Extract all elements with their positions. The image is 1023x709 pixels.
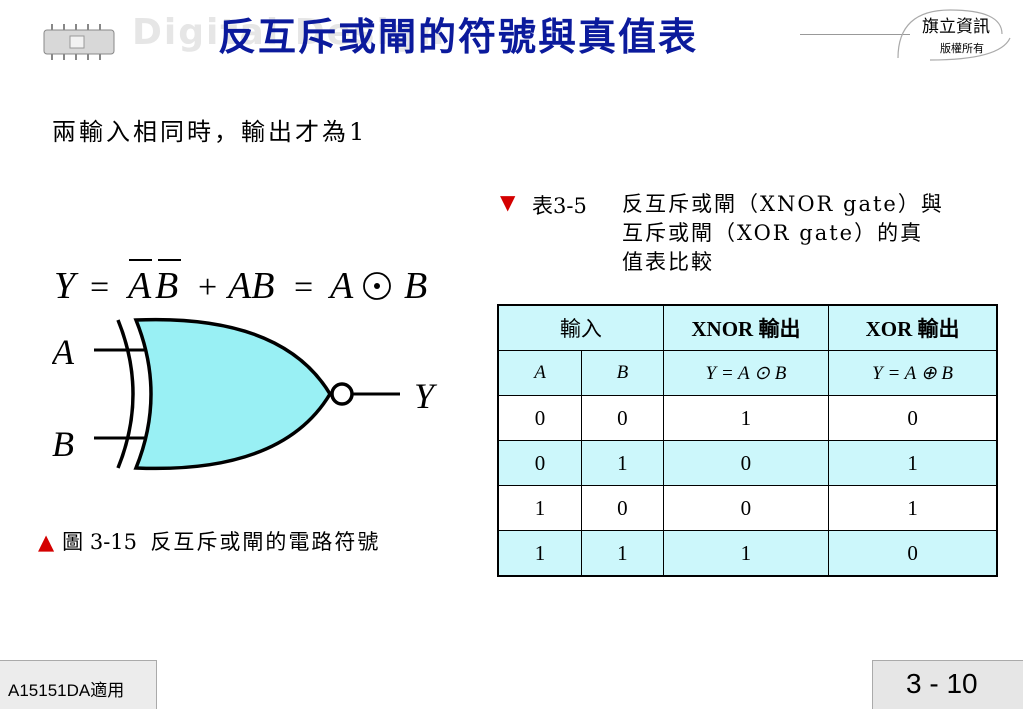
cell-xor: 0 bbox=[828, 530, 998, 577]
figure-caption: ▲ 圖 3-15 反互斥或閘的電路符號 bbox=[38, 526, 380, 556]
formula-a-bar: A bbox=[125, 265, 152, 307]
boolean-formula: Y A B AB A B = + = bbox=[54, 259, 427, 307]
table-row: 0 1 0 1 bbox=[497, 440, 998, 486]
cell-xnor: 0 bbox=[662, 440, 830, 486]
header-rule bbox=[800, 34, 910, 35]
table-caption: ▼ 表3-5 反互斥或閘（XNOR gate）與 互斥或閘（XOR gate）的… bbox=[500, 190, 1000, 277]
formula-b-bar: B bbox=[155, 265, 178, 307]
input-b-label: B bbox=[52, 424, 74, 464]
formula-equals-2: = bbox=[294, 269, 313, 306]
cell-xor: 1 bbox=[828, 485, 998, 531]
gate-body bbox=[133, 317, 333, 471]
page-number: 3 - 10 bbox=[906, 668, 978, 699]
cell-xnor: 1 bbox=[662, 530, 830, 577]
header-xnor-output: XNOR 輸出 bbox=[662, 304, 830, 351]
publisher-rights: 版權所有 bbox=[940, 42, 984, 55]
cell-xor: 1 bbox=[828, 440, 998, 486]
cell-xor: 0 bbox=[828, 395, 998, 441]
caption-line-2: 互斥或閘（XOR gate）的真 bbox=[622, 221, 924, 245]
cell-xnor: 1 bbox=[662, 395, 830, 441]
formula-y: Y bbox=[54, 265, 79, 307]
header-inputs: 輸入 bbox=[497, 304, 664, 351]
intro-text: 兩輸入相同時，輸出才為1 bbox=[52, 118, 368, 146]
formula-ab: AB bbox=[225, 265, 274, 307]
cell-b: 1 bbox=[581, 440, 664, 486]
watermark-text: Digital Design bbox=[132, 12, 447, 53]
cell-a: 0 bbox=[497, 395, 583, 441]
input-a-label: A bbox=[52, 332, 75, 372]
cell-b: 0 bbox=[581, 395, 664, 441]
formula-equals-1: = bbox=[90, 269, 109, 306]
formula-rhs-a: A bbox=[327, 265, 354, 307]
up-triangle-icon: ▲ bbox=[38, 530, 55, 554]
cell-xnor: 0 bbox=[662, 485, 830, 531]
cell-b: 0 bbox=[581, 485, 664, 531]
page-title: 反互斥或閘的符號與真值表 bbox=[218, 14, 699, 59]
footer-right-panel bbox=[872, 660, 1023, 709]
table-subheader-row: A B Y = A ⊙ B Y = A ⊕ B bbox=[497, 350, 998, 396]
subheader-xnor-expr: Y = A ⊙ B bbox=[662, 350, 830, 396]
caption-line-3: 值表比較 bbox=[622, 250, 714, 274]
table-caption-text: 反互斥或閘（XNOR gate）與 互斥或閘（XOR gate）的真 值表比較 bbox=[622, 190, 994, 277]
table-label: 表3-5 bbox=[532, 194, 587, 218]
subheader-xor-expr: Y = A ⊕ B bbox=[828, 350, 998, 396]
table-row: 1 0 0 1 bbox=[497, 485, 998, 531]
truth-table: 輸入 XNOR 輸出 XOR 輸出 A B Y = A ⊙ B Y = A ⊕ … bbox=[497, 304, 998, 577]
footer-code: A15151DA適用 bbox=[8, 681, 125, 700]
figure-caption-text: 反互斥或閘的電路符號 bbox=[150, 530, 381, 554]
inversion-bubble bbox=[330, 382, 354, 406]
xnor-gate-diagram: A B Y bbox=[52, 317, 438, 471]
table-row: 0 0 1 0 bbox=[497, 395, 998, 441]
subheader-a: A bbox=[497, 350, 583, 396]
cell-a: 1 bbox=[497, 530, 583, 577]
formula-plus: + bbox=[198, 269, 217, 306]
xnor-extra-arc bbox=[116, 319, 135, 469]
figure-label: 圖 3-15 bbox=[62, 530, 138, 554]
xnor-operator-icon bbox=[363, 272, 391, 300]
table-row: 1 1 1 0 bbox=[497, 530, 998, 577]
table-header-row: 輸入 XNOR 輸出 XOR 輸出 bbox=[497, 304, 998, 351]
header-xor-output: XOR 輸出 bbox=[828, 304, 998, 351]
publisher-name: 旗立資訊 bbox=[922, 17, 990, 37]
output-y-label: Y bbox=[414, 376, 438, 416]
formula-rhs-b: B bbox=[404, 265, 427, 307]
footer-left-panel bbox=[0, 660, 157, 709]
down-triangle-icon: ▼ bbox=[500, 190, 516, 214]
cell-a: 1 bbox=[497, 485, 583, 531]
cell-b: 1 bbox=[581, 530, 664, 577]
caption-line-1: 反互斥或閘（XNOR gate）與 bbox=[622, 192, 944, 216]
subheader-b: B bbox=[581, 350, 664, 396]
chip-icon bbox=[43, 24, 115, 60]
cell-a: 0 bbox=[497, 440, 583, 486]
publisher-emblem bbox=[897, 9, 1011, 61]
